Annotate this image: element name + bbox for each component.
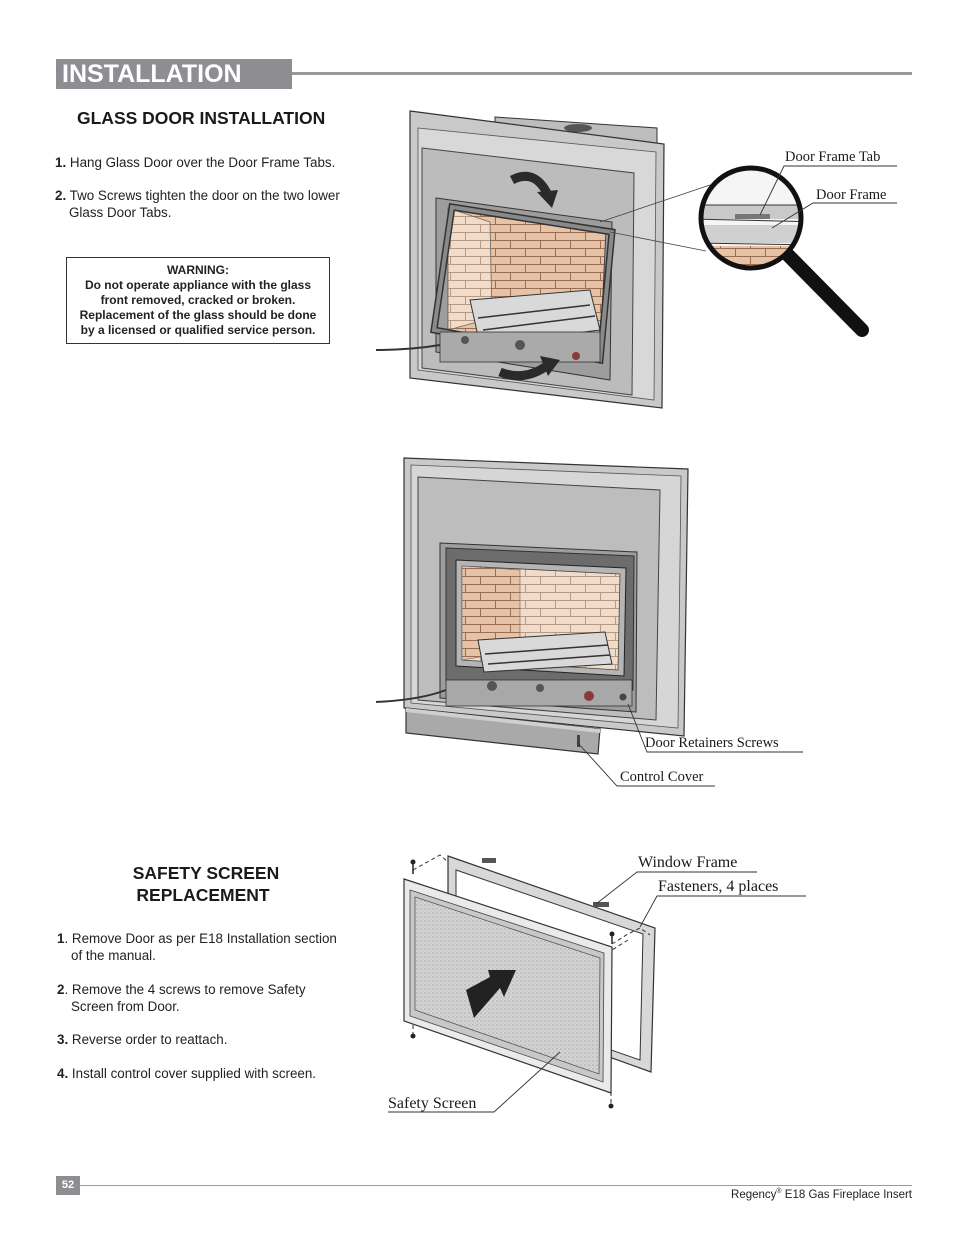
registered-mark: ® [776, 1188, 782, 1195]
warning-line: Do not operate appliance with the glass [84, 278, 312, 292]
safety-screen-heading: SAFETY SCREEN REPLACEMENT [126, 862, 286, 906]
header-rule [292, 72, 912, 75]
page-number: 52 [56, 1176, 80, 1195]
glass-door-heading: GLASS DOOR INSTALLATION [77, 108, 326, 128]
figure-safety-screen [388, 854, 806, 1113]
step-number: 4. [57, 1066, 69, 1081]
heading-line: REPLACEMENT [136, 885, 270, 905]
callout-door-retainer-screws: Door Retainers Screws [645, 735, 779, 751]
step-number: 3. [57, 1032, 69, 1047]
callout-door-frame: Door Frame [816, 187, 887, 203]
warning-line: front removed, cracked or broken. [100, 293, 296, 307]
step-text-cont: of the manual. [71, 948, 156, 963]
safety-step-2: 2. Remove the 4 screws to remove Safety … [57, 981, 306, 1015]
glass-door-step-2: 2. Two Screws tighten the door on the tw… [55, 187, 340, 221]
step-number: 2 [57, 982, 65, 997]
step-text: Reverse order to reattach. [71, 1032, 228, 1047]
step-text: Install control cover supplied with scre… [71, 1066, 317, 1081]
footer-product: Regency® E18 Gas Fireplace Insert [731, 1188, 912, 1201]
safety-step-4: 4. Install control cover supplied with s… [57, 1065, 316, 1082]
warning-title: WARNING: [167, 263, 229, 277]
callout-control-cover: Control Cover [620, 769, 704, 785]
step-text: Two Screws tighten the door on the two l… [69, 188, 340, 203]
step-text: . Remove the 4 screws to remove Safety [64, 982, 306, 997]
safety-step-3: 3. Reverse order to reattach. [57, 1031, 227, 1048]
header-bar [56, 59, 292, 89]
footer-brand: Regency [731, 1188, 777, 1201]
step-text: . Remove Door as per E18 Installation se… [64, 931, 337, 946]
safety-step-1: 1. Remove Door as per E18 Installation s… [57, 930, 337, 964]
callout-safety-screen: Safety Screen [388, 1095, 477, 1112]
figure-door-installed [375, 457, 803, 787]
callout-fasteners: Fasteners, 4 places [658, 878, 779, 895]
warning-line: Replacement of the glass should be done [79, 308, 317, 322]
step-number: 1. [55, 155, 67, 170]
step-text-cont: Screen from Door. [71, 999, 180, 1014]
warning-line: by a licensed or qualified service perso… [80, 323, 316, 337]
footer-product-name: E18 Gas Fireplace Insert [781, 1188, 912, 1201]
step-number: 2. [55, 188, 67, 203]
step-text: Hang Glass Door over the Door Frame Tabs… [69, 155, 336, 170]
figure-glass-door-hang [375, 110, 897, 409]
heading-line: SAFETY SCREEN [132, 863, 280, 883]
glass-door-step-1: 1. Hang Glass Door over the Door Frame T… [55, 154, 335, 171]
warning-box: WARNING: Do not operate appliance with t… [66, 257, 330, 344]
callout-door-frame-tab: Door Frame Tab [785, 149, 881, 165]
step-text-cont: Glass Door Tabs. [69, 205, 172, 220]
section-title: INSTALLATION [62, 60, 242, 88]
callout-window-frame: Window Frame [638, 854, 738, 871]
step-number: 1 [57, 931, 65, 946]
footer-rule [80, 1185, 912, 1186]
